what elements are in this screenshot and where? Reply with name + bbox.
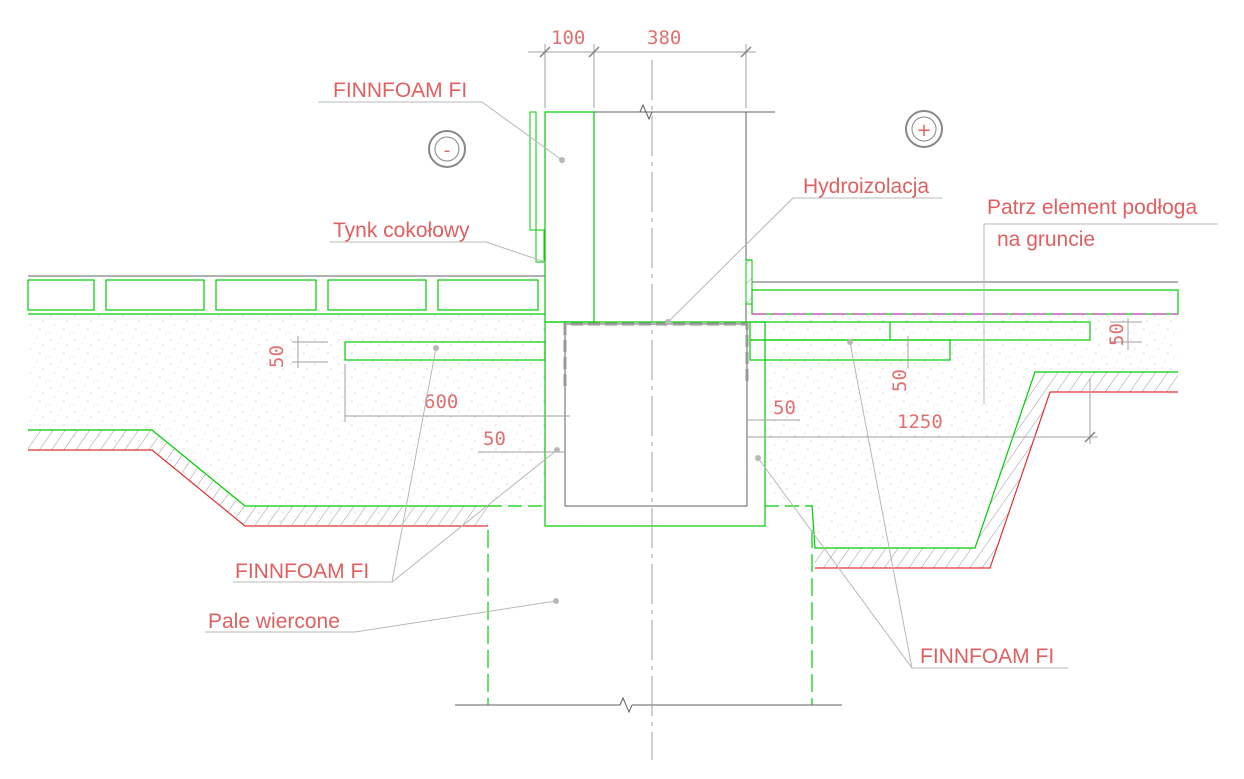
inside-symbol: +: [905, 110, 943, 148]
drilled-pile: [455, 505, 842, 714]
dimension-50-right-vertical: 50: [889, 369, 911, 392]
leader-lines: [205, 101, 1218, 669]
dimension-50-left-vertical-lines: [292, 336, 328, 368]
dimension-380: 380: [647, 27, 681, 49]
insulation-wall: [544, 111, 595, 323]
outside-symbol: -: [428, 130, 466, 168]
svg-text:+: +: [916, 120, 931, 141]
label-finnfoam-bottom-right: FINNFOAM FI: [920, 645, 1054, 668]
insulation-left-wing: [344, 341, 546, 361]
dimension-50-far-right-lines: [1110, 318, 1142, 350]
label-finnfoam-bottom-left: FINNFOAM FI: [235, 560, 369, 583]
dimension-1250-lines: [747, 378, 1098, 444]
paving-slabs: [27, 275, 545, 315]
dimension-600: 600: [424, 391, 458, 413]
dimension-50-right: 50: [773, 397, 796, 419]
floor-slab: [751, 281, 1179, 315]
dimension-600-lines: [344, 364, 570, 422]
label-floor-reference-line1: Patrz element podłoga: [987, 196, 1197, 219]
sand-fill-right: [765, 312, 1178, 548]
label-finnfoam-top: FINNFOAM FI: [333, 79, 467, 102]
label-plinth-plaster: Tynk cokołowy: [333, 219, 470, 242]
plinth-plaster: [529, 111, 753, 305]
top-dimension-chain: [528, 44, 756, 108]
label-floor-reference-line2: na gruncie: [997, 228, 1095, 251]
dimension-1250: 1250: [897, 411, 943, 433]
dimension-50-far-right: 50: [1106, 323, 1128, 346]
soil-band-left: [28, 429, 488, 527]
dimension-50-left: 50: [483, 428, 506, 450]
sand-fill-left: [28, 312, 545, 525]
svg-text:-: -: [444, 140, 451, 161]
label-drilled-piles: Pale wiercone: [208, 610, 340, 633]
dimension-100: 100: [551, 27, 585, 49]
dimension-50-left-vertical: 50: [266, 345, 288, 368]
foundation-footing: [544, 321, 766, 527]
wall: [545, 103, 775, 325]
label-waterproofing: Hydroizolacja: [803, 175, 929, 198]
